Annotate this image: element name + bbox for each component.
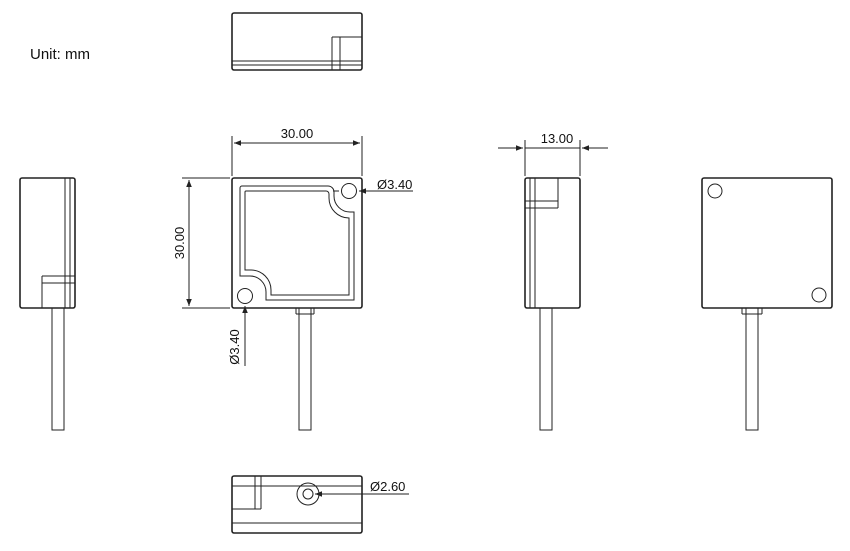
hole-top-dimension-label: Ø3.40	[377, 177, 412, 192]
height-dimension-label: 30.00	[172, 227, 187, 260]
depth-dimension: 13.00	[498, 131, 608, 176]
top-view	[231, 12, 363, 71]
left-side-view	[19, 177, 76, 431]
hole-top-dimension: Ø3.40	[333, 177, 413, 194]
unit-label: Unit: mm	[30, 46, 90, 63]
cable-dimension-label: Ø2.60	[370, 479, 405, 494]
front-view	[231, 177, 363, 431]
cable-entry-inner	[302, 488, 314, 500]
hole-bottom-dimension: Ø3.40	[227, 306, 248, 366]
bottom-view	[231, 475, 363, 534]
depth-dimension-label: 13.00	[541, 131, 574, 146]
back-view	[701, 177, 833, 431]
cable-dimension: Ø2.60	[315, 479, 409, 497]
width-dimension-label: 30.00	[281, 126, 314, 141]
height-dimension: 30.00	[172, 177, 230, 309]
right-side-view	[524, 177, 581, 431]
hole-bottom-dimension-label: Ø3.40	[227, 329, 242, 364]
width-dimension: 30.00	[231, 126, 363, 176]
mounting-hole-top	[341, 183, 357, 199]
mounting-hole-bottom	[237, 288, 253, 304]
